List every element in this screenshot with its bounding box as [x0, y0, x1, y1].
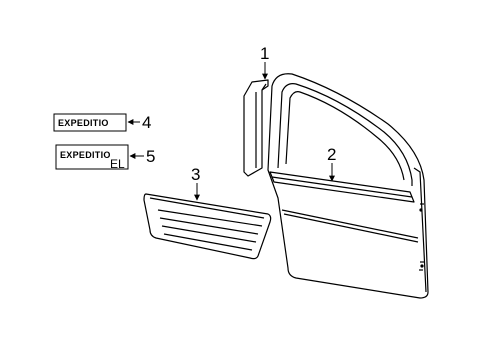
part-5-expedition-el-emblem: EXPEDITIO EL [55, 144, 129, 171]
emblem-5-text-line1: EXPEDITIO [60, 150, 111, 160]
part-4-expedition-emblem: EXPEDITIO [53, 113, 127, 132]
part-3-body-side-molding [143, 193, 272, 260]
callout-4: 4 [142, 113, 151, 132]
callout-3: 3 [191, 165, 200, 184]
callout-2: 2 [327, 145, 336, 164]
callout-arrows [127, 62, 335, 201]
emblem-4-text: EXPEDITIO [58, 118, 109, 128]
callout-1: 1 [260, 44, 269, 63]
callout-5: 5 [146, 147, 155, 166]
part-2-front-door [267, 73, 429, 299]
emblem-5-text-line2: EL [110, 157, 125, 171]
part-1-pillar-applique [243, 79, 269, 177]
